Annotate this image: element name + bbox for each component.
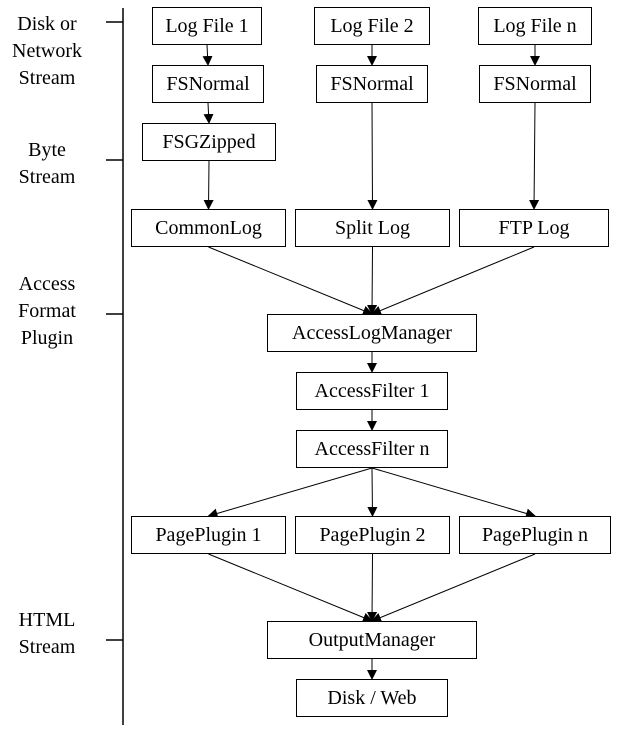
- stage-label-line: Format: [18, 300, 76, 322]
- log-file-n-box: Log File n: [478, 7, 592, 45]
- ftp-log-box: FTP Log: [459, 209, 609, 247]
- split-log-box: Split Log: [295, 209, 450, 247]
- arrow-fsnormal2-to-splitlog: [367, 102, 378, 210]
- arrow-fsnormal3-to-ftplog: [529, 102, 540, 210]
- arrow-accessfiltern-to-pageplugin2: [367, 467, 378, 517]
- arrow-commonlog-to-accesslogmanager: [208, 246, 373, 316]
- stage-label-line: Network: [12, 40, 82, 62]
- fsnormal-2-box: FSNormal: [316, 65, 428, 103]
- stage-label-line: Disk or: [17, 13, 77, 35]
- stage-label-line: Byte: [28, 139, 66, 161]
- fsgzipped-box: FSGZipped: [142, 123, 276, 161]
- accessfilter-n-box: AccessFilter n: [296, 430, 448, 468]
- arrow-pagepluginn-to-outputmanager: [371, 553, 536, 623]
- arrow-pageplugin1-to-outputmanager: [208, 553, 373, 623]
- arrow-pageplugin2-to-outputmanager: [367, 553, 378, 622]
- arrow-accessfiltern-to-pagepluginn: [371, 467, 536, 519]
- pageplugin-1-box: PagePlugin 1: [131, 516, 286, 554]
- arrow-fsnormal1-to-fsgzipped: [203, 102, 214, 124]
- arrow-accessfiltern-to-pageplugin1: [207, 467, 373, 519]
- log-file-1-box: Log File 1: [152, 7, 262, 45]
- arrow-ftplog-to-accesslogmanager: [371, 246, 535, 316]
- disk-web-box: Disk / Web: [296, 679, 448, 717]
- arrow-fsgzipped-to-commonlog: [203, 160, 214, 210]
- stage-label-line: Plugin: [20, 327, 74, 349]
- log-file-2-box: Log File 2: [314, 7, 430, 45]
- pageplugin-n-box: PagePlugin n: [459, 516, 611, 554]
- stage-label-access: Access Format Plugin: [0, 271, 102, 352]
- fsnormal-1-box: FSNormal: [152, 65, 264, 103]
- stage-label-disk: Disk or Network Stream: [0, 11, 102, 92]
- stage-label-line: Stream: [18, 166, 76, 188]
- accesslogmanager-box: AccessLogManager: [267, 314, 477, 352]
- stage-separator: [106, 8, 124, 725]
- stage-label-line: Stream: [18, 67, 76, 89]
- stage-label-byte: Byte Stream: [0, 137, 102, 191]
- stage-label-line: HTML: [18, 609, 76, 631]
- arrow-splitlog-to-accesslogmanager: [367, 246, 378, 315]
- commonlog-box: CommonLog: [131, 209, 286, 247]
- stage-label-html: HTML Stream: [0, 607, 102, 661]
- stage-label-line: Access: [18, 273, 76, 295]
- outputmanager-box: OutputManager: [267, 621, 477, 659]
- arrow-logfile1-to-fsnormal1: [202, 44, 213, 66]
- accessfilter-1-box: AccessFilter 1: [296, 372, 448, 410]
- pageplugin-2-box: PagePlugin 2: [295, 516, 450, 554]
- fsnormal-3-box: FSNormal: [479, 65, 591, 103]
- stage-label-line: Stream: [18, 636, 76, 658]
